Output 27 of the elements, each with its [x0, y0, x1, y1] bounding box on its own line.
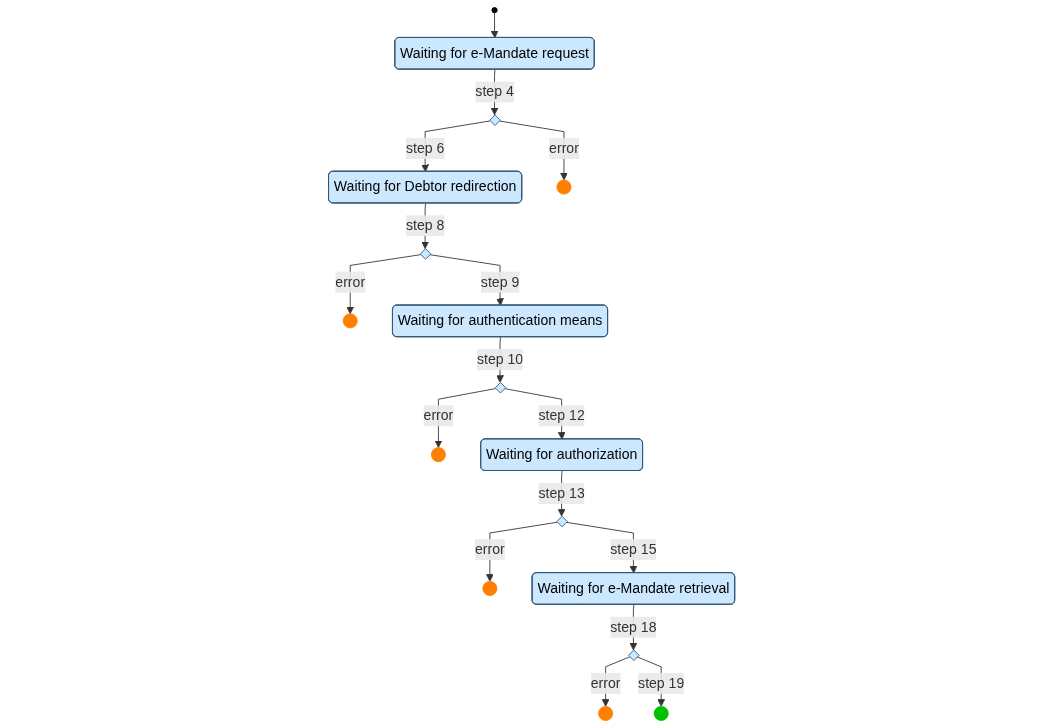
node-circle [343, 313, 359, 329]
edge-label: step 12 [538, 408, 586, 423]
edge-label: error [335, 274, 366, 290]
edge-label: error [423, 408, 454, 423]
edge-label: step 19 [638, 675, 685, 691]
edge-label: step 15 [610, 541, 657, 557]
edge-label: step 13 [538, 485, 586, 501]
edge-label: step 8 [406, 217, 445, 233]
edge-label: step 18 [610, 619, 657, 635]
node-circle [491, 7, 498, 14]
node-diamond [628, 649, 640, 662]
edge-label: step 9 [481, 274, 520, 290]
node-circle [431, 447, 447, 463]
edge-label: step 6 [406, 140, 445, 156]
edge-label: error [591, 675, 621, 691]
edge-label: error [549, 140, 580, 156]
node-circle [598, 705, 614, 721]
edge-label: step 10 [477, 351, 524, 367]
node-circle [482, 580, 498, 596]
edge-label: step 4 [475, 84, 515, 100]
edge-label: error [475, 541, 506, 557]
node-circle [556, 179, 572, 195]
node-circle [654, 705, 670, 721]
node-diamond [495, 382, 507, 394]
node-diamond [489, 114, 502, 126]
node-diamond [556, 515, 569, 528]
node-diamond [420, 248, 432, 260]
